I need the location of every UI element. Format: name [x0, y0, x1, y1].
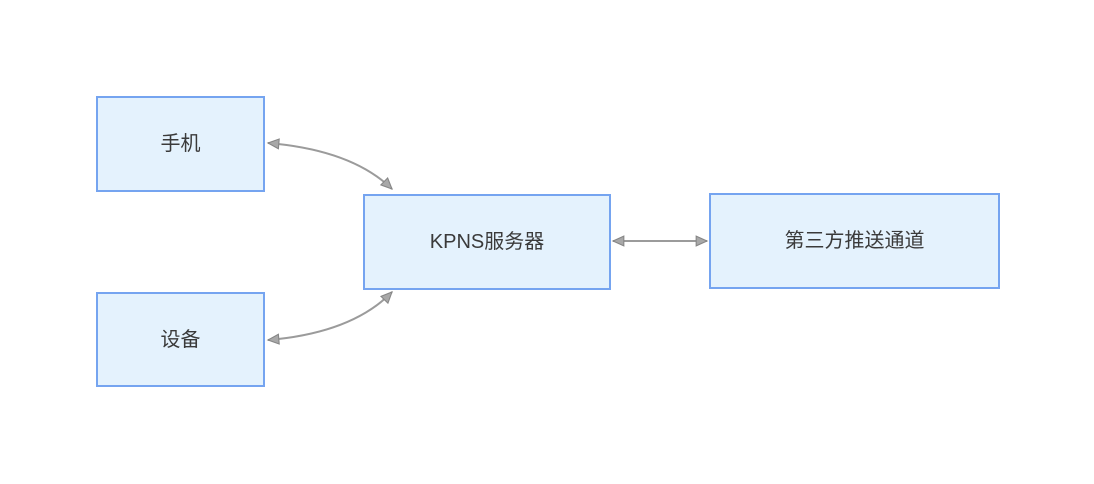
connector-phone-kpns[interactable] — [266, 138, 393, 190]
connector-device-kpns[interactable] — [266, 291, 393, 345]
node-phone[interactable]: 手机 — [96, 96, 265, 192]
node-device-label: 设备 — [160, 328, 201, 351]
node-third-party-channel[interactable]: 第三方推送通道 — [709, 193, 1000, 289]
node-kpns-server[interactable]: KPNS服务器 — [363, 194, 611, 290]
node-third-party-channel-label: 第三方推送通道 — [784, 230, 925, 252]
node-kpns-server-label: KPNS服务器 — [429, 231, 545, 253]
node-device[interactable]: 设备 — [96, 292, 265, 387]
node-phone-label: 手机 — [160, 133, 201, 155]
